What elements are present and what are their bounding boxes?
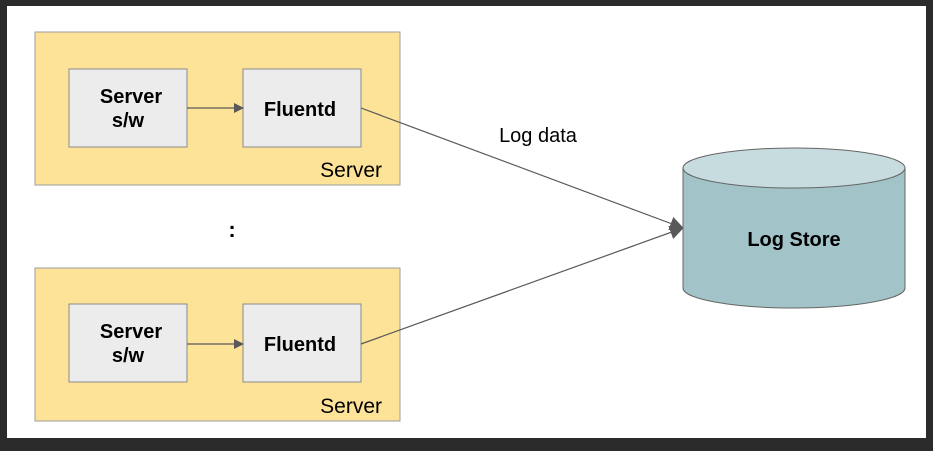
fluentd-label: Fluentd xyxy=(264,99,336,121)
server-software-label-2: s/w xyxy=(112,110,145,132)
server-software-label: Server xyxy=(100,86,162,108)
edge-label: Log data xyxy=(499,125,578,147)
server-group-1: Server s/w Fluentd Server xyxy=(34,31,401,186)
server-label: Server xyxy=(320,395,382,418)
diagram-canvas: Server s/w Fluentd Server : Server s/w F… xyxy=(7,6,926,438)
server-software-label: Server xyxy=(100,321,162,343)
log-store-label: Log Store xyxy=(747,229,840,251)
server-label: Server xyxy=(320,159,382,182)
server-software-box xyxy=(68,68,188,148)
diagram: Server s/w Fluentd Server : Server s/w F… xyxy=(34,31,906,422)
connector-fluentd1-to-store xyxy=(360,107,684,231)
connector-fluentd2-to-store xyxy=(360,225,684,345)
log-store-cylinder: Log Store xyxy=(682,147,906,309)
server-software-box xyxy=(68,303,188,383)
ellipsis: : xyxy=(228,217,235,242)
fluentd-label: Fluentd xyxy=(264,334,336,356)
fluentd-box xyxy=(242,303,362,383)
server-software-label-2: s/w xyxy=(112,345,145,367)
server-group-2: Server s/w Fluentd Server xyxy=(34,267,401,422)
fluentd-box xyxy=(242,68,362,148)
